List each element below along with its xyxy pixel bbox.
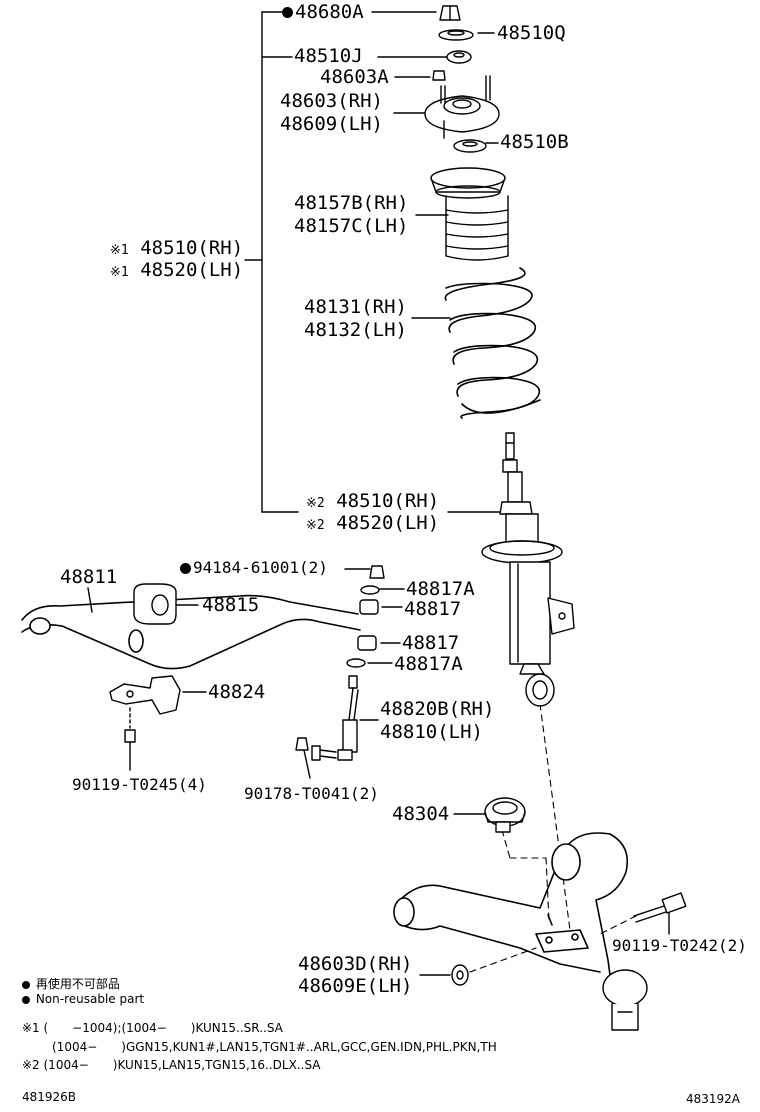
stabilizer-link-icon xyxy=(311,675,359,761)
lower-arm-icon xyxy=(393,832,629,991)
bolt-90119-t0242-icon xyxy=(633,892,687,923)
retainer-48817a-lower-icon xyxy=(346,658,366,668)
note-line-1: ※1 ( −1004);(1004− )KUN15..SR..SA xyxy=(22,1021,283,1035)
label-48304: 48304 xyxy=(392,803,450,825)
label-48815: 48815 xyxy=(202,594,260,616)
label-48510j: 48510J xyxy=(294,45,363,67)
bolt-90119-t0245-icon xyxy=(124,707,136,751)
note-line-3: ※2 (1004− )KUN15,LAN15,TGN15,16..DLX..SA xyxy=(22,1058,321,1072)
label-48510-rh-ref2: ※2 48510(RH) xyxy=(306,490,439,515)
label-48510-rh-ref1: ※1 48510(RH) xyxy=(110,237,243,262)
nut-48680a-icon xyxy=(439,5,461,21)
nut-48603a-icon xyxy=(432,70,446,81)
non-reusable-dot-icon-2 xyxy=(180,563,191,574)
bushing-48815-icon xyxy=(133,583,177,625)
legend-jp: 再使用不可部品 xyxy=(22,977,120,991)
nut-48603d-icon xyxy=(451,964,469,986)
ref1-mark: ※1 xyxy=(110,243,129,258)
group-bracket xyxy=(244,11,299,513)
leader-lines xyxy=(87,11,670,976)
legend-en: Non-reusable part xyxy=(22,992,144,1006)
label-94184: 94184-61001(2) xyxy=(180,558,328,577)
label-48520-lh-ref2-text: 48520(LH) xyxy=(336,512,440,534)
label-48817-lower: 48817 xyxy=(402,632,460,654)
label-48157b: 48157B(RH) xyxy=(294,192,409,214)
label-48680a-text: 48680A xyxy=(295,1,364,23)
bushing-48817-lower-icon xyxy=(357,635,377,651)
bracket-48824-icon xyxy=(109,675,181,715)
label-48817-upper: 48817 xyxy=(404,598,462,620)
label-48817a-upper: 48817A xyxy=(406,578,475,600)
label-90119-t0242: 90119-T0242(2) xyxy=(612,936,747,955)
ref1-mark-2: ※1 xyxy=(110,265,129,280)
stabilizer-bar-icon xyxy=(21,594,361,670)
label-48603d: 48603D(RH) xyxy=(298,953,413,975)
label-48520-lh-ref2: ※2 48520(LH) xyxy=(306,512,439,537)
label-48603a: 48603A xyxy=(320,66,389,88)
label-48131: 48131(RH) xyxy=(304,296,407,318)
label-48510-rh-ref1-text: 48510(RH) xyxy=(140,237,244,259)
label-90119-t0245: 90119-T0245(4) xyxy=(72,775,207,794)
label-94184-text: 94184-61001(2) xyxy=(193,558,328,577)
label-48680a: 48680A xyxy=(282,1,364,23)
label-48510-rh-ref2-text: 48510(RH) xyxy=(336,490,440,512)
label-48132: 48132(LH) xyxy=(304,319,407,341)
coil-spring-icon xyxy=(444,267,541,419)
label-48603-rh: 48603(RH) xyxy=(280,90,383,112)
legend-dot-icon-2 xyxy=(22,995,30,1004)
code-right: 483192A xyxy=(686,1092,741,1106)
knuckle-joint-icon xyxy=(602,969,648,1031)
label-48811: 48811 xyxy=(60,566,118,588)
dashed-assembly-lines xyxy=(469,703,637,973)
code-left: 481926B xyxy=(22,1090,77,1104)
label-48520-lh-ref1-text: 48520(LH) xyxy=(140,259,244,281)
ref2-mark-2: ※2 xyxy=(306,518,325,533)
label-48824: 48824 xyxy=(208,681,266,703)
retainer-48817a-upper-icon xyxy=(360,585,380,595)
label-48820b: 48820B(RH) xyxy=(380,698,495,720)
cap-48510q-icon xyxy=(438,29,474,41)
label-48520-lh-ref1: ※1 48520(LH) xyxy=(110,259,243,284)
ball-joint-48304-icon xyxy=(484,797,526,833)
bearing-48510j-icon xyxy=(446,50,472,64)
label-48810: 48810(LH) xyxy=(380,721,483,743)
note-line-2: (1004− )GGN15,KUN1#,LAN15,TGN1#..ARL,GCC… xyxy=(52,1040,497,1054)
shock-absorber-icon xyxy=(481,432,575,707)
nut-90178-icon xyxy=(295,737,309,751)
nut-94184-icon xyxy=(369,565,385,579)
bushing-48817-upper-icon xyxy=(359,599,379,615)
insulator-48510b-icon xyxy=(453,139,487,153)
legend-dot-icon xyxy=(22,980,30,989)
label-90178: 90178-T0041(2) xyxy=(244,784,379,803)
non-reusable-dot-icon xyxy=(282,7,293,18)
ref2-mark: ※2 xyxy=(306,496,325,511)
label-48510b: 48510B xyxy=(500,131,569,153)
legend-jp-text: 再使用不可部品 xyxy=(35,977,120,991)
label-48609-lh: 48609(LH) xyxy=(280,113,383,135)
label-48157c: 48157C(LH) xyxy=(294,215,409,237)
label-48609e: 48609E(LH) xyxy=(298,975,413,997)
legend-en-text: Non-reusable part xyxy=(35,992,145,1006)
bumper-boot-icon xyxy=(430,167,509,261)
label-48510q: 48510Q xyxy=(497,22,566,44)
upper-support-icon xyxy=(424,75,500,139)
label-48817a-lower: 48817A xyxy=(394,653,463,675)
